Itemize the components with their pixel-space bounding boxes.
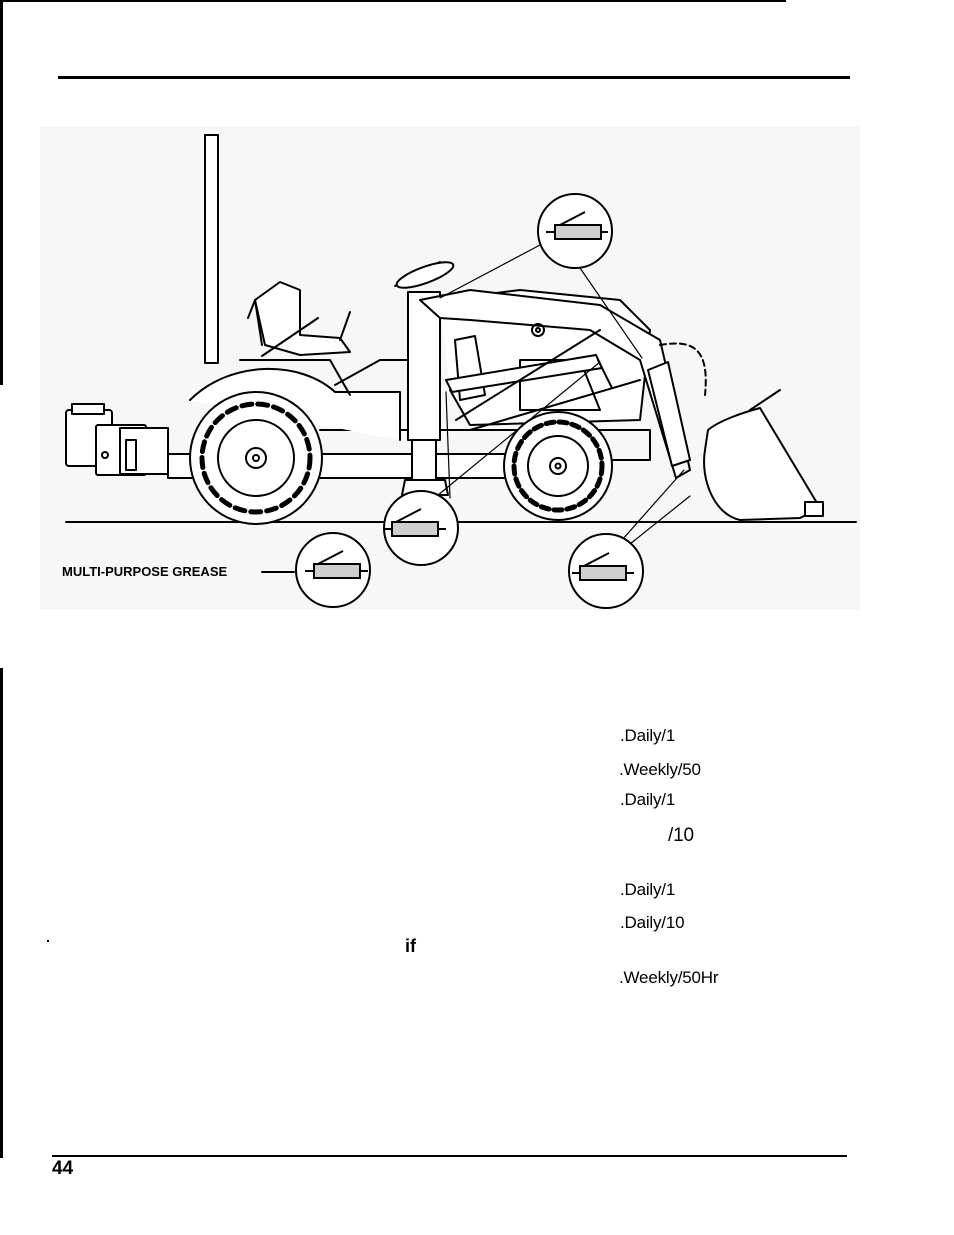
schedule-item: .Weekly/50	[619, 760, 701, 779]
left-edge-line-upper	[0, 0, 3, 385]
loader-bucket	[703, 407, 821, 521]
schedule-item: .Daily/1	[620, 880, 676, 899]
bucket-cylinder	[647, 361, 691, 467]
loader-boom	[419, 289, 691, 479]
header-rule	[58, 76, 850, 79]
grease-gun-callout-middle	[383, 490, 459, 566]
schedule-item: .Daily/10	[620, 913, 685, 932]
multi-purpose-grease-label: MULTI-PURPOSE GREASE	[62, 564, 228, 579]
rops-bar	[204, 134, 219, 364]
grease-gun-callouts	[295, 193, 644, 609]
steering-wheel	[395, 261, 455, 289]
grease-gun-callout-lower-left	[295, 532, 371, 608]
footer-rule	[52, 1155, 847, 1157]
tractor-lubrication-diagram	[40, 126, 860, 610]
stray-dot	[47, 940, 49, 942]
schedule-item: /10	[668, 825, 694, 846]
left-edge-line-lower	[0, 668, 3, 1158]
grease-gun-callout-top	[537, 193, 613, 269]
schedule-item: .Weekly/50Hr	[619, 968, 719, 987]
page-number: 44	[52, 1158, 74, 1179]
schedule-item: .Daily/1	[620, 790, 676, 809]
stray-text-fragment: if	[405, 936, 416, 956]
grease-gun-callout-right	[568, 533, 644, 609]
top-edge-line	[0, 0, 786, 2]
schedule-item: .Daily/1	[620, 726, 676, 745]
